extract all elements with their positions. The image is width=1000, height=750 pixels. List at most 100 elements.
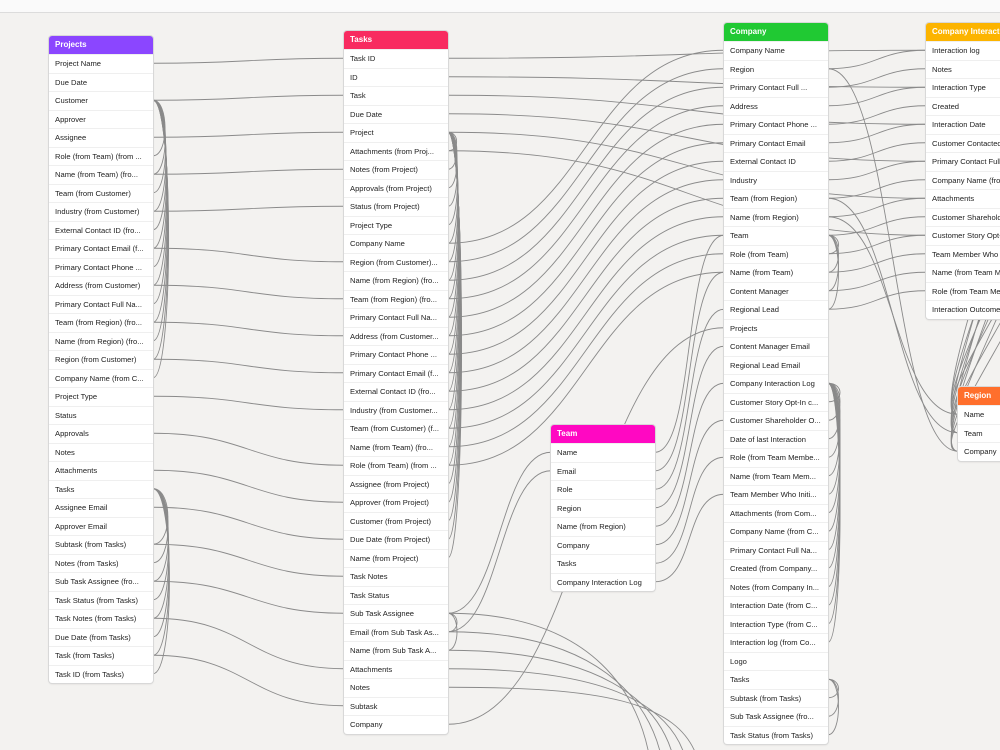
field-row[interactable]: Address xyxy=(724,96,828,116)
field-row[interactable]: Primary Contact Phone ... xyxy=(724,115,828,134)
field-row[interactable]: Team (from Region) xyxy=(724,189,828,208)
field-row[interactable]: Assignee Email xyxy=(49,498,153,517)
field-row[interactable]: Approver Email xyxy=(49,516,153,536)
field-row[interactable]: Project Type xyxy=(344,215,448,235)
field-row[interactable]: Attachments xyxy=(49,461,153,480)
field-row[interactable]: Status (from Project) xyxy=(344,197,448,216)
field-row[interactable]: Customer Shareholder O... xyxy=(724,411,828,430)
field-row[interactable]: Team Member Who Initiated xyxy=(926,244,1000,264)
field-row[interactable]: Approver (from Project) xyxy=(344,493,448,512)
field-row[interactable]: Customer (from Project) xyxy=(344,511,448,531)
field-row[interactable]: Name (from Team) xyxy=(724,263,828,282)
field-row[interactable]: Primary Contact Full Na... xyxy=(344,308,448,327)
field-row[interactable]: Sub Task Assignee xyxy=(344,604,448,623)
field-row[interactable]: Primary Contact Full ... xyxy=(724,78,828,97)
field-row[interactable]: Task (from Tasks) xyxy=(49,646,153,665)
field-row[interactable]: Name xyxy=(958,405,1000,424)
field-row[interactable]: Primary Contact Email (f... xyxy=(49,239,153,258)
field-row[interactable]: Subtask (from Tasks) xyxy=(724,688,828,708)
field-row[interactable]: Primary Contact Full Name xyxy=(926,152,1000,171)
field-row[interactable]: Task Notes (from Tasks) xyxy=(49,609,153,628)
field-row[interactable]: Interaction Date (from C... xyxy=(724,596,828,615)
field-row[interactable]: Task ID xyxy=(344,49,448,68)
field-row[interactable]: Customer Story Opt-In c... xyxy=(724,392,828,412)
field-row[interactable]: Notes xyxy=(926,59,1000,79)
field-row[interactable]: Assignee xyxy=(49,128,153,147)
field-row[interactable]: Team (from Region) (fro... xyxy=(344,289,448,309)
field-row[interactable]: Interaction Type (from C... xyxy=(724,614,828,634)
field-row[interactable]: Interaction log (from Co... xyxy=(724,633,828,652)
field-row[interactable]: Due Date (from Project) xyxy=(344,530,448,549)
field-row[interactable]: Name (from Sub Task A... xyxy=(344,641,448,660)
field-row[interactable]: Interaction Type xyxy=(926,78,1000,97)
field-row[interactable]: Region (from Customer) xyxy=(49,350,153,369)
field-row[interactable]: Attachments (from Com... xyxy=(724,503,828,523)
field-row[interactable]: Company xyxy=(551,535,655,555)
field-row[interactable]: Task Status xyxy=(344,585,448,605)
field-row[interactable]: Role (from Team Membe... xyxy=(724,448,828,467)
field-row[interactable]: Created (from Company... xyxy=(724,559,828,578)
field-row[interactable]: Due Date xyxy=(344,104,448,124)
field-row[interactable]: Approvals xyxy=(49,424,153,443)
field-row[interactable]: Projects xyxy=(724,318,828,338)
table-header[interactable]: Tasks xyxy=(344,31,448,49)
field-row[interactable]: Customer Story Opt-In xyxy=(926,226,1000,245)
field-row[interactable]: Company Interaction Log xyxy=(551,572,655,592)
field-row[interactable]: Notes xyxy=(49,442,153,462)
field-row[interactable]: Notes (from Company In... xyxy=(724,577,828,597)
field-row[interactable]: Name (from Team) (fro... xyxy=(344,437,448,457)
field-row[interactable]: Attachments xyxy=(926,189,1000,208)
field-row[interactable]: External Contact ID (fro... xyxy=(344,382,448,401)
table-header[interactable]: Company Interaction Log xyxy=(926,23,1000,41)
field-row[interactable]: Customer xyxy=(49,91,153,110)
field-row[interactable]: Attachments xyxy=(344,659,448,679)
field-row[interactable]: Name xyxy=(551,443,655,462)
field-row[interactable]: Team (from Region) (fro... xyxy=(49,313,153,332)
field-row[interactable]: Content Manager xyxy=(724,281,828,301)
field-row[interactable]: Task ID (from Tasks) xyxy=(49,664,153,684)
field-row[interactable]: Name (from Region) xyxy=(724,207,828,227)
field-row[interactable]: Task Status (from Tasks) xyxy=(49,590,153,610)
field-row[interactable]: Subtask (from Tasks) xyxy=(49,535,153,554)
field-row[interactable]: External Contact ID xyxy=(724,152,828,171)
field-row[interactable]: Date of last Interaction xyxy=(724,429,828,449)
field-row[interactable]: Region xyxy=(724,59,828,79)
field-row[interactable]: Role (from Team Member) xyxy=(926,281,1000,301)
field-row[interactable]: Primary Contact Full Na... xyxy=(724,540,828,560)
field-row[interactable]: Primary Contact Phone ... xyxy=(49,257,153,277)
field-row[interactable]: Company Name (from C... xyxy=(49,368,153,388)
field-row[interactable]: Attachments (from Proj... xyxy=(344,141,448,161)
field-row[interactable]: Notes (from Tasks) xyxy=(49,553,153,573)
field-row[interactable]: Project xyxy=(344,123,448,142)
field-row[interactable]: Industry (from Customer... xyxy=(344,400,448,420)
field-row[interactable]: Role (from Team) xyxy=(724,244,828,264)
field-row[interactable]: Project Name xyxy=(49,54,153,73)
field-row[interactable]: Email (from Sub Task As... xyxy=(344,622,448,642)
field-row[interactable]: Company Name (from C... xyxy=(724,522,828,541)
field-row[interactable]: Region (from Customer)... xyxy=(344,252,448,272)
field-row[interactable]: Sub Task Assignee (fro... xyxy=(49,572,153,591)
field-row[interactable]: Created xyxy=(926,96,1000,116)
field-row[interactable]: Name (from Region) xyxy=(551,517,655,536)
field-row[interactable]: Primary Contact Email xyxy=(724,133,828,153)
field-row[interactable]: Regional Lead xyxy=(724,300,828,319)
field-row[interactable]: Email xyxy=(551,461,655,481)
field-row[interactable]: Company Name xyxy=(344,234,448,253)
field-row[interactable]: External Contact ID (fro... xyxy=(49,220,153,240)
field-row[interactable]: Task Status (from Tasks) xyxy=(724,725,828,745)
field-row[interactable]: Interaction log xyxy=(926,41,1000,60)
field-row[interactable]: ID xyxy=(344,67,448,87)
field-row[interactable]: Industry xyxy=(724,170,828,190)
field-row[interactable]: Role xyxy=(551,480,655,499)
table-header[interactable]: Team xyxy=(551,425,655,443)
field-row[interactable]: Project Type xyxy=(49,387,153,406)
field-row[interactable]: Subtask xyxy=(344,696,448,716)
field-row[interactable]: Team xyxy=(724,226,828,245)
field-row[interactable]: Primary Contact Full Na... xyxy=(49,294,153,314)
field-row[interactable]: Company Interaction Log xyxy=(724,374,828,393)
field-row[interactable]: Primary Contact Phone ... xyxy=(344,345,448,364)
field-row[interactable]: Logo xyxy=(724,651,828,671)
